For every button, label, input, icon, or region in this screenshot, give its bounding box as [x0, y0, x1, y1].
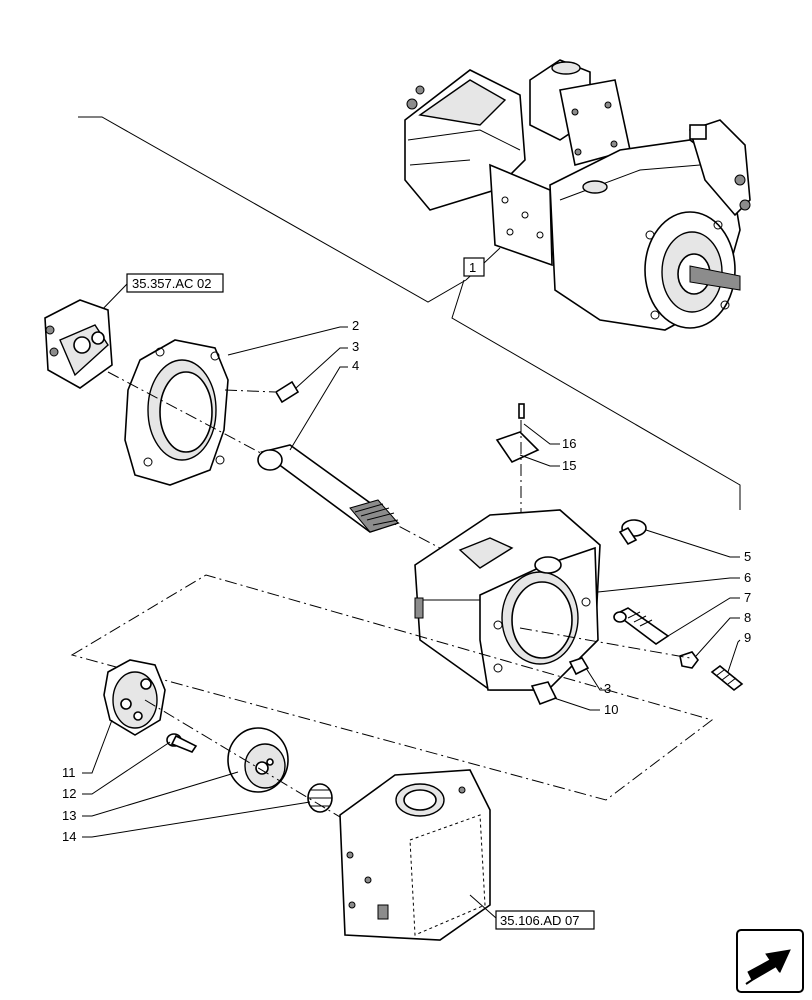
callout-4: 4: [289, 358, 359, 451]
centerline-lower: [144, 699, 346, 821]
callout-7: 7: [667, 590, 751, 637]
dowel-pin-10: [530, 681, 558, 706]
cap-screw: [166, 733, 198, 753]
centerline-pin: [224, 389, 276, 393]
dowel-pin-lower: [568, 657, 590, 676]
callout-label-2: 2: [352, 318, 359, 333]
reference-label-top-left: 35.357.AC 02: [132, 276, 212, 291]
callout-label-4: 4: [352, 358, 359, 373]
callout-label-3-lower: 3: [604, 681, 611, 696]
threaded-stud: [710, 664, 744, 692]
callout-label-7: 7: [744, 590, 751, 605]
callout-label-13: 13: [62, 808, 76, 823]
drive-shaft: [257, 444, 400, 533]
name-plate: [495, 431, 540, 464]
callout-13: 13: [62, 771, 239, 823]
spline-coupling: [307, 783, 333, 813]
callout-14: 14: [62, 801, 311, 844]
callout-6: 6: [597, 570, 751, 593]
callout-label-1: 1: [469, 260, 476, 275]
callout-1: 1: [78, 116, 741, 510]
vent-plug: [518, 403, 525, 419]
adapter-flange: [124, 339, 229, 486]
centerline-valve: [519, 627, 691, 659]
callout-15: 15: [519, 454, 576, 473]
gear-pump-body: [227, 727, 289, 793]
end-cover: [103, 659, 166, 736]
callout-label-12: 12: [62, 786, 76, 801]
callout-label-15: 15: [562, 458, 576, 473]
callout-10: 10: [553, 697, 618, 717]
callout-label-11: 11: [62, 765, 76, 780]
callout-8: 8: [695, 610, 751, 657]
callout-label-5: 5: [744, 549, 751, 564]
transmission-housing: [339, 769, 491, 941]
eye-bolt: [618, 519, 647, 546]
callout-2: 2: [227, 318, 359, 356]
callout-5: 5: [645, 529, 751, 564]
callout-16: 16: [523, 423, 576, 451]
pump-housing: [414, 509, 601, 691]
dowel-pin-upper: [274, 380, 300, 404]
subassembly-boundary: [70, 574, 714, 801]
reference-label-bottom: 35.106.AD 07: [500, 913, 580, 928]
next-page-arrow-icon[interactable]: [736, 929, 804, 993]
lock-nut: [679, 651, 699, 669]
callout-label-16: 16: [562, 436, 576, 451]
callout-label-9: 9: [744, 630, 751, 645]
reference-box-bottom[interactable]: 35.106.AD 07: [469, 894, 595, 930]
relief-valve: [613, 607, 670, 645]
callout-label-8: 8: [744, 610, 751, 625]
callout-label-10: 10: [604, 702, 618, 717]
callout-label-14: 14: [62, 829, 76, 844]
callout-11: 11: [62, 719, 113, 780]
reference-box-top-left[interactable]: 35.357.AC 02: [95, 273, 224, 317]
callout-9: 9: [727, 630, 751, 673]
callout-label-3-upper: 3: [352, 339, 359, 354]
auxiliary-pump: [44, 299, 113, 389]
callout-3-upper: 3: [295, 339, 359, 389]
callout-label-6: 6: [744, 570, 751, 585]
pump-assembly: [404, 59, 751, 331]
callout-12: 12: [62, 741, 171, 801]
callout-3-lower: 3: [585, 667, 611, 696]
